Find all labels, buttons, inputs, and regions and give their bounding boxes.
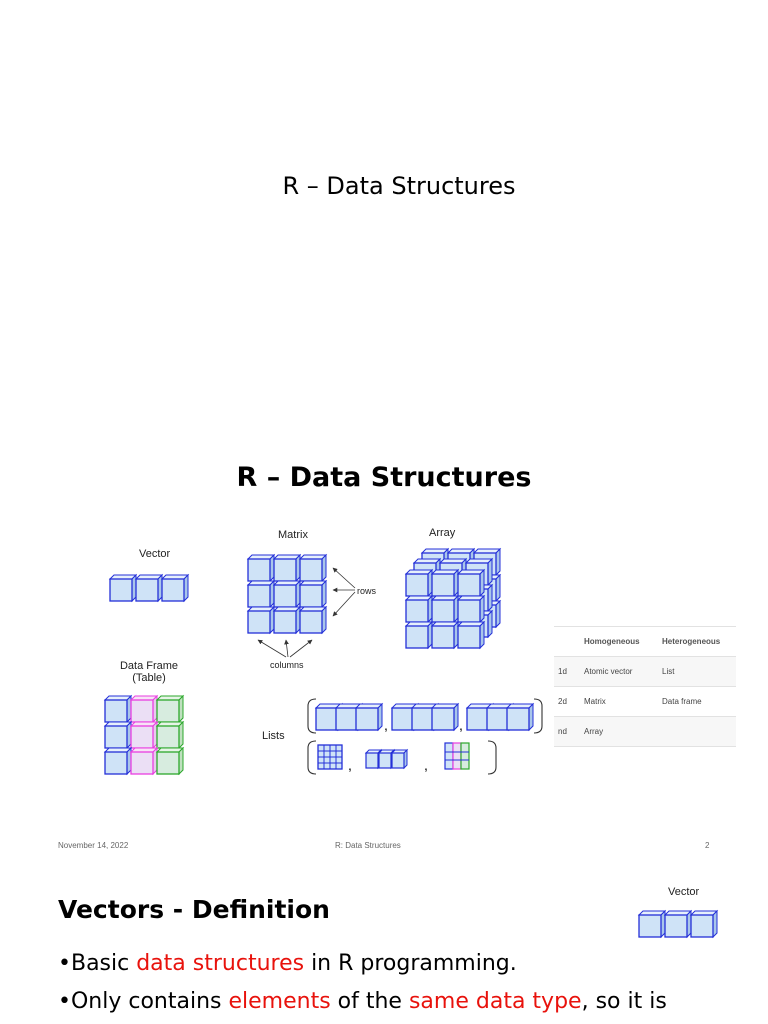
table-header-cell [554,626,580,657]
dataframe-label-line1: Data Frame [119,660,179,672]
svg-text:,: , [348,757,352,773]
slide3-vector-label: Vector [668,886,700,898]
svg-text:,: , [424,757,428,773]
table-cell: nd [554,716,580,747]
table-header-cell: Homogeneous [580,626,658,657]
svg-text:,: , [384,717,388,733]
array-label: Array [429,527,456,539]
table-header-row: Homogeneous Heterogeneous [554,626,736,657]
dataframe-label-line2: (Table) [132,672,166,684]
bullet-1-text: •Basic [58,951,137,976]
table-cell: Atomic vector [580,656,658,687]
bullet-1-text-end: in R programming. [304,951,517,976]
table-row: nd Array [554,716,736,747]
footer-date: November 14, 2022 [58,841,129,850]
slide3-title: Vectors - Definition [58,895,330,924]
lists-figure: , , , , [307,698,543,775]
table-cell: Data frame [662,697,702,706]
bullet-2-highlight-elements: elements [228,989,331,1014]
bullet-2-highlight-type: same data type [408,989,582,1014]
matrix-label: Matrix [278,529,308,541]
bullet-2-text-end: , so it is [581,989,667,1014]
table-cell [658,716,736,747]
table-row: 1d Atomic vector List [554,656,736,687]
table-cell: Array [580,716,658,747]
vector-figure [109,574,189,602]
bullet-2: •Only contains elements of the same data… [58,989,667,1014]
bullet-1-highlight: data structures [136,951,305,976]
bullet-2-text: •Only contains [58,989,229,1014]
dataframe-label: Data Frame (Table) [119,660,179,684]
vector-label: Vector [139,548,171,560]
table-cell: Matrix [584,697,606,706]
footer-title: R: Data Structures [335,841,401,850]
table-cell: 2d [558,697,567,706]
table-cell: 1d [554,656,580,687]
slide3-vector-figure [638,910,718,938]
lists-label: Lists [262,730,285,742]
matrix-figure [247,554,356,658]
table-header-cell: Heterogeneous [658,626,736,657]
columns-label: columns [270,660,304,670]
svg-text:,: , [459,717,463,733]
slide1-title: R – Data Structures [282,172,516,200]
bullet-2-text-mid: of the [330,989,409,1014]
table-cell: List [658,656,736,687]
bullet-1: •Basic data structures in R programming. [58,951,517,976]
array-figure [405,548,501,649]
dataframe-figure [104,695,184,775]
slide2-title: R – Data Structures [236,462,532,493]
footer-page-number: 2 [705,841,710,850]
rows-label: rows [357,586,377,596]
table-row: 2d Matrix Data frame [554,687,736,717]
structure-types-table: Homogeneous Heterogeneous 1d Atomic vect… [554,626,736,747]
